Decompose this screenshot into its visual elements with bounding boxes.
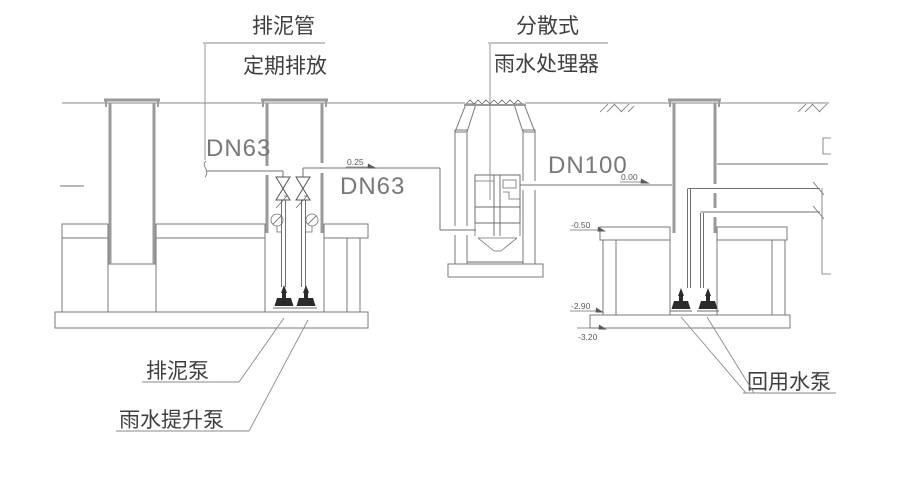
rainwater-processor-vessel (447, 99, 544, 278)
dn63-feed-label: DN63 (340, 173, 405, 200)
storage-modules (155, 237, 266, 313)
svg-text:-3.20: -3.20 (578, 332, 598, 342)
callout-processor: 分散式 雨水处理器 (488, 15, 608, 200)
gate-valve (275, 176, 291, 201)
top-slab (716, 226, 788, 241)
svg-text:雨水提升泵: 雨水提升泵 (119, 409, 224, 432)
vessel-cover-grate (464, 99, 526, 106)
filter-unit (474, 174, 521, 252)
top-slab (323, 223, 369, 239)
top-slab (599, 226, 671, 241)
elevation-mark-neg050: -0.50 (570, 220, 606, 232)
rain-lift-pump-symbol (295, 285, 317, 309)
elevation-mark-neg290: -2.90 (570, 301, 604, 313)
check-valve-mark (295, 195, 308, 209)
sludge-funnel (477, 237, 518, 252)
storage-modules (107, 263, 157, 313)
vessel-shoulder-left (454, 103, 477, 133)
storage-modules (716, 239, 773, 316)
dn100-label: DN100 (548, 152, 628, 179)
callout-sludge-pipe: 排泥管 定期排放 (203, 15, 327, 160)
label-reuse-pump: 回用水泵 (680, 316, 836, 394)
side-wall-hatch (771, 239, 786, 316)
vessel-shoulder-right (513, 103, 536, 133)
check-valve-mark (275, 195, 288, 209)
vessel-wall-left (454, 129, 468, 265)
side-wall-hatch (346, 237, 361, 313)
side-wall-hatch (602, 239, 617, 316)
base-slab (589, 314, 791, 329)
access-shaft-left (104, 98, 160, 264)
storage-modules (323, 237, 348, 313)
pump-pit-piping (270, 168, 319, 287)
pipe-break-symbol (203, 160, 208, 178)
base-slab (54, 311, 369, 329)
svg-text:回用水泵: 回用水泵 (747, 371, 831, 394)
offpage-connection (717, 137, 831, 275)
top-slab (155, 223, 266, 239)
dn63-discharge-label: DN63 (206, 135, 271, 162)
svg-text:0.25: 0.25 (347, 157, 364, 167)
elevation-mark-000: 0.00 (620, 172, 650, 184)
svg-text:-0.50: -0.50 (571, 220, 591, 230)
pressure-gauge (270, 213, 284, 233)
label-rain-lift-pump: 雨水提升泵 (116, 319, 309, 432)
vessel-base-slab (447, 263, 544, 278)
elevation-mark-025: 0.25 (346, 157, 377, 169)
svg-text:-2.90: -2.90 (571, 301, 591, 311)
label-sludge-pump: 排泥泵 (142, 317, 285, 383)
periodic-discharge-label: 定期排放 (243, 55, 327, 78)
svg-text:排泥泵: 排泥泵 (146, 360, 209, 383)
filter-media (474, 206, 521, 224)
sludge-pipe-label: 排泥管 (252, 15, 315, 38)
ground-hatch-right (797, 103, 828, 113)
left-storage-tank (54, 98, 369, 329)
vessel-wall-right (522, 129, 536, 265)
sludge-pump-symbol (273, 285, 295, 309)
storage-modules (61, 237, 109, 313)
svg-text:0.00: 0.00 (621, 172, 638, 182)
access-shaft-pumps (261, 98, 328, 233)
rain-processor-label: 雨水处理器 (494, 53, 599, 76)
top-slab (61, 223, 109, 239)
reuse-pump-symbol (670, 288, 692, 312)
ground-hatch-left (599, 103, 635, 113)
distributed-label: 分散式 (516, 15, 579, 38)
dn63-discharge-pipe (203, 160, 283, 178)
right-storage-tank (589, 98, 831, 329)
gate-valve (295, 176, 311, 201)
reuse-pump-symbol (697, 288, 719, 312)
elevation-mark-neg320: -3.20 (577, 324, 607, 342)
reuse-pump-piping (687, 181, 825, 288)
storage-modules (615, 239, 671, 316)
pressure-gauge (305, 213, 319, 233)
